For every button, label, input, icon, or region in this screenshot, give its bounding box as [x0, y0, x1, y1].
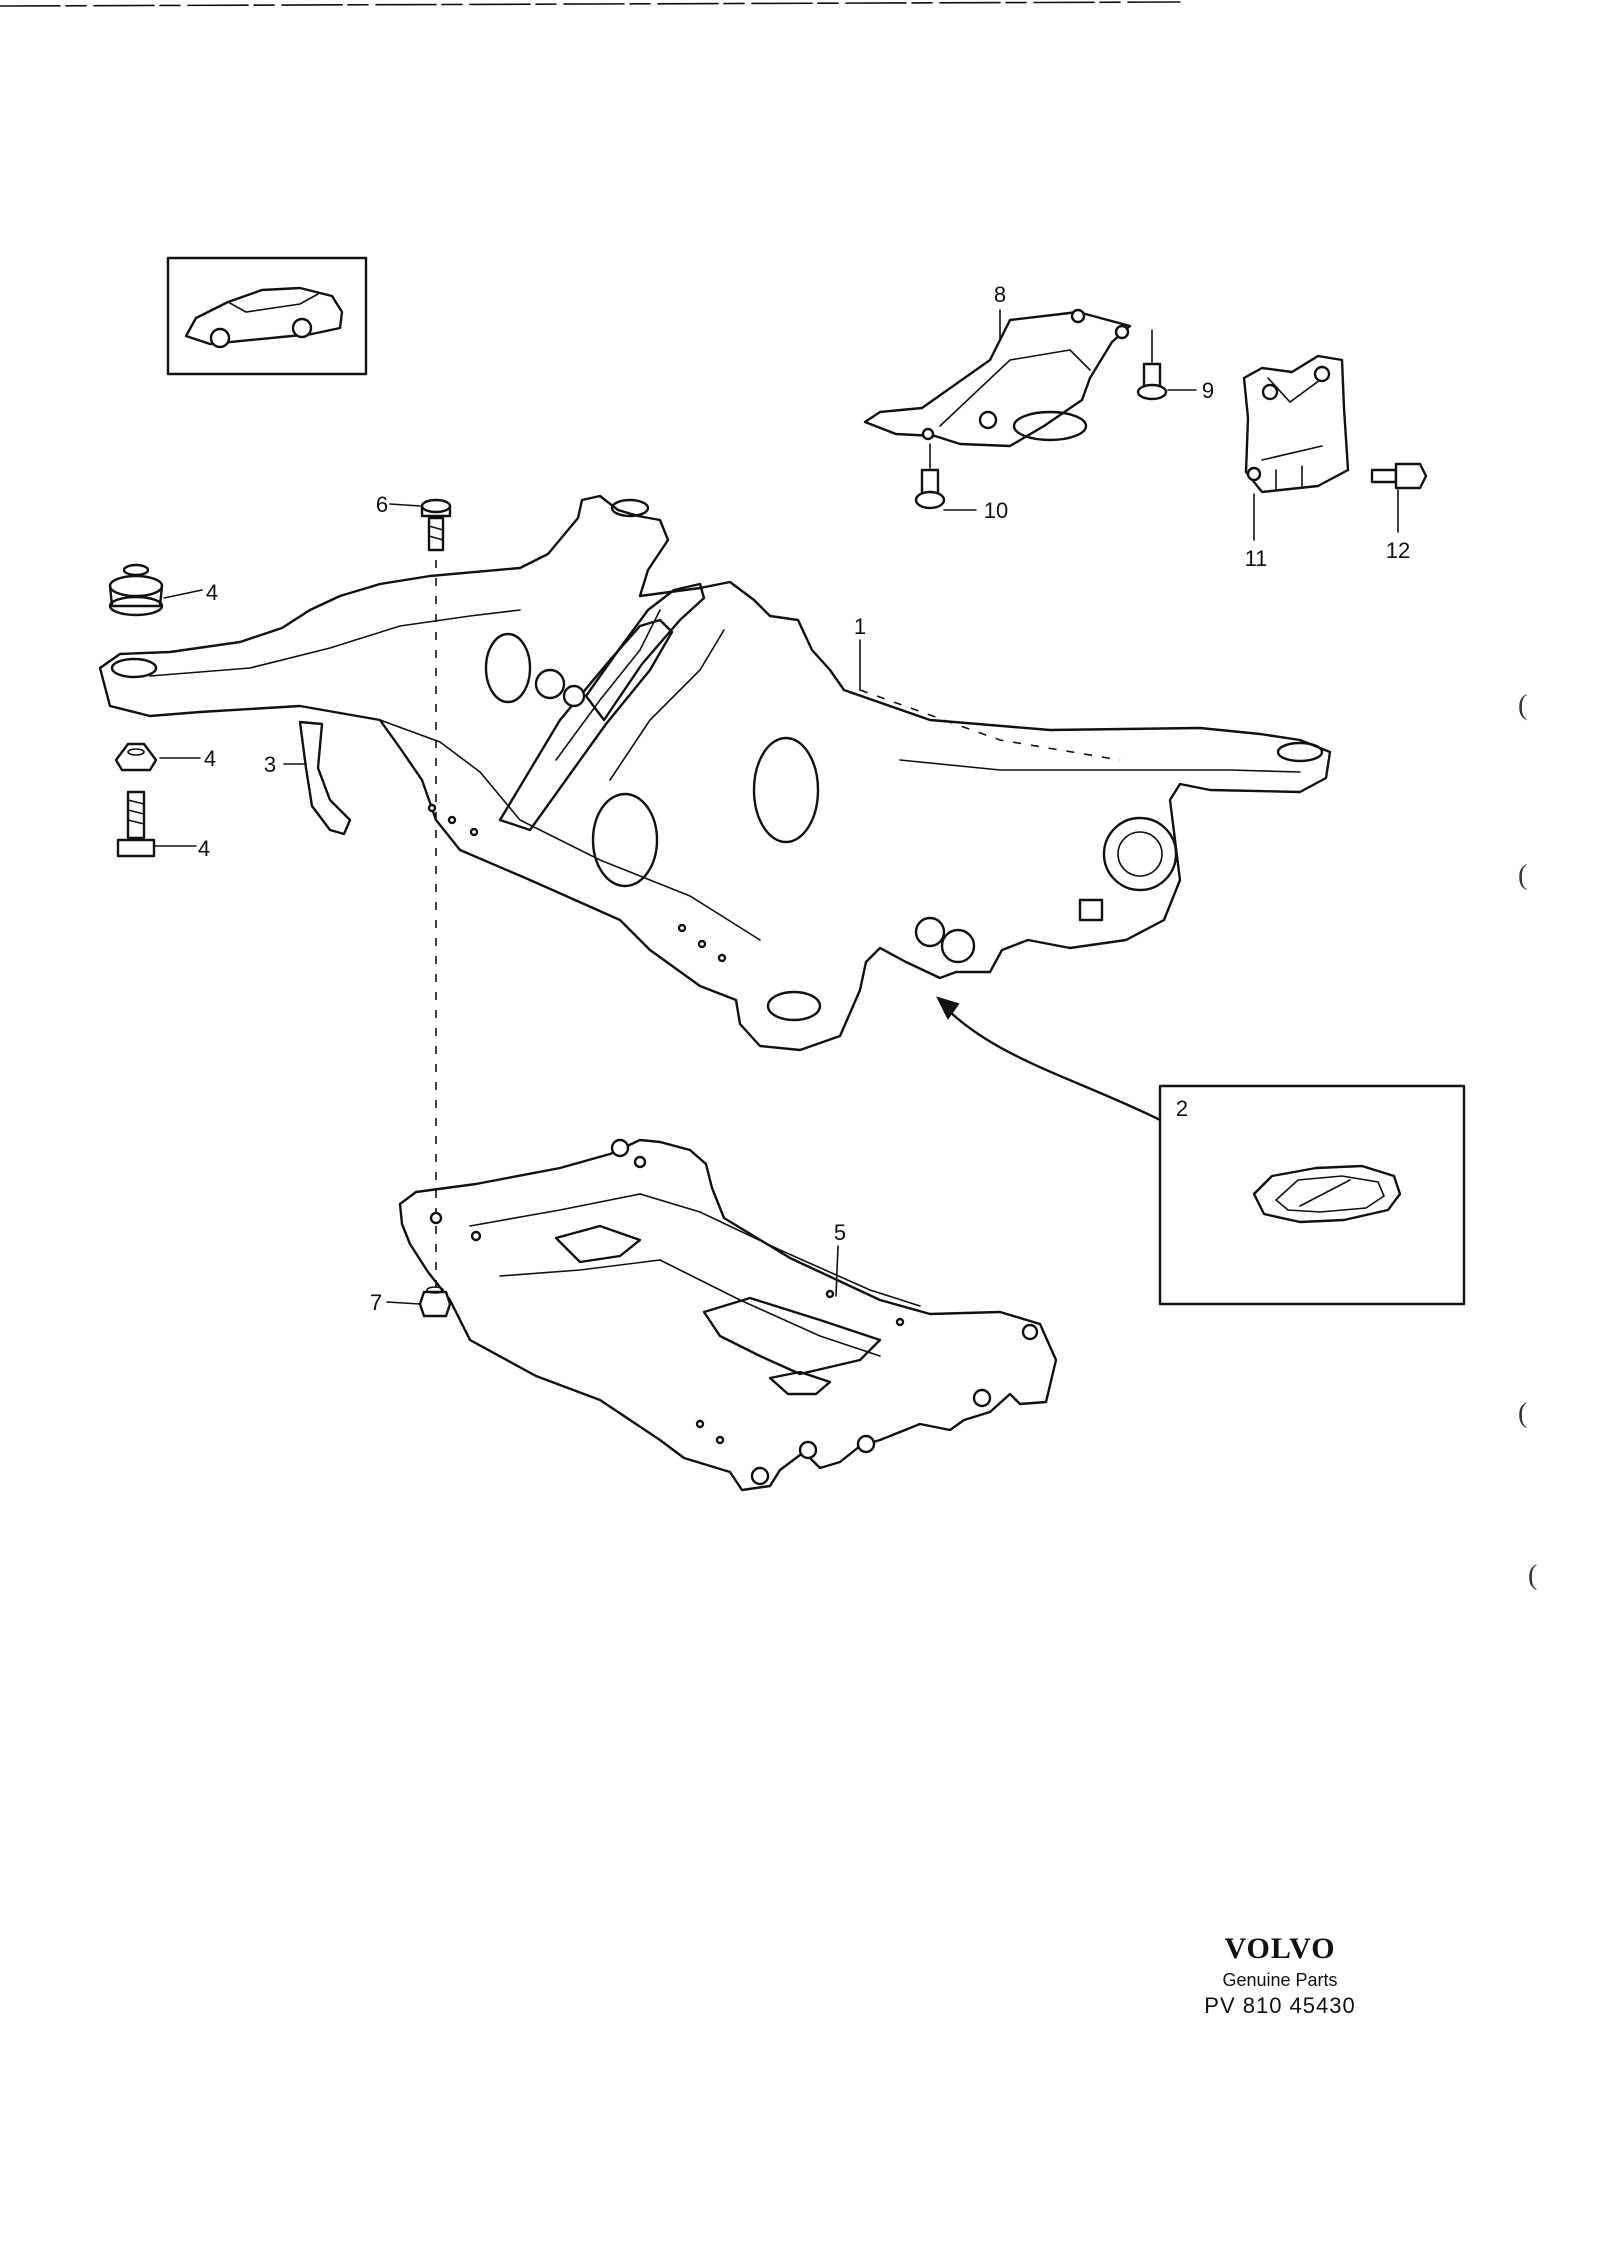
brand-subtitle: Genuine Parts: [1222, 1970, 1338, 1990]
callout-5: 5: [834, 1220, 846, 1245]
callout-12: 12: [1386, 538, 1410, 563]
part-5-lower-frame: [398, 1138, 1058, 1492]
callout-2: 2: [1176, 1096, 1188, 1121]
callout-11: 11: [1245, 546, 1268, 571]
part-3-strap: [298, 720, 352, 836]
callout-4-lower: 4: [198, 836, 210, 861]
part-7-nut: [418, 1286, 452, 1318]
part-11-mount: [1242, 354, 1350, 494]
callout-8: 8: [994, 282, 1006, 307]
part-10-screw: [914, 443, 946, 510]
part-4-bushing-upper: [108, 563, 164, 617]
callout-9: 9: [1202, 378, 1214, 403]
part-code: PV 810 45430: [1204, 1993, 1356, 2018]
callout-7: 7: [370, 1290, 382, 1315]
part-12-screw: [1370, 462, 1428, 490]
part-1-subframe: [98, 494, 1332, 1052]
part-4-bolt: [116, 790, 156, 858]
inset-pointer-arrow: [946, 1008, 1162, 1122]
part-8-bracket: [863, 308, 1132, 448]
brand-block: VOLVO Genuine Parts PV 810 45430: [1190, 1932, 1370, 2019]
part-4-washer: [114, 742, 158, 772]
part-9-screw: [1136, 329, 1168, 401]
leader-lines: [153, 309, 1399, 1305]
callout-10: 10: [984, 498, 1008, 523]
margin-mark: (: [1518, 1398, 1528, 1429]
scan-edge-line: [0, 1, 1181, 7]
margin-mark: (: [1518, 690, 1528, 721]
margin-mark: (: [1528, 1560, 1538, 1591]
car-thumbnail-icon: [166, 256, 368, 376]
callout-4-middle: 4: [204, 746, 216, 771]
margin-mark: (: [1518, 860, 1528, 891]
volvo-logo: VOLVO: [1224, 1932, 1336, 1965]
callout-6: 6: [376, 492, 388, 517]
part-6-bolt: [420, 498, 452, 552]
callout-3: 3: [264, 752, 276, 777]
part-2-inset: [1158, 1084, 1466, 1306]
inset-pointer-arrowhead: [936, 996, 960, 1020]
callout-4-upper: 4: [206, 580, 218, 605]
callout-1: 1: [854, 614, 866, 639]
